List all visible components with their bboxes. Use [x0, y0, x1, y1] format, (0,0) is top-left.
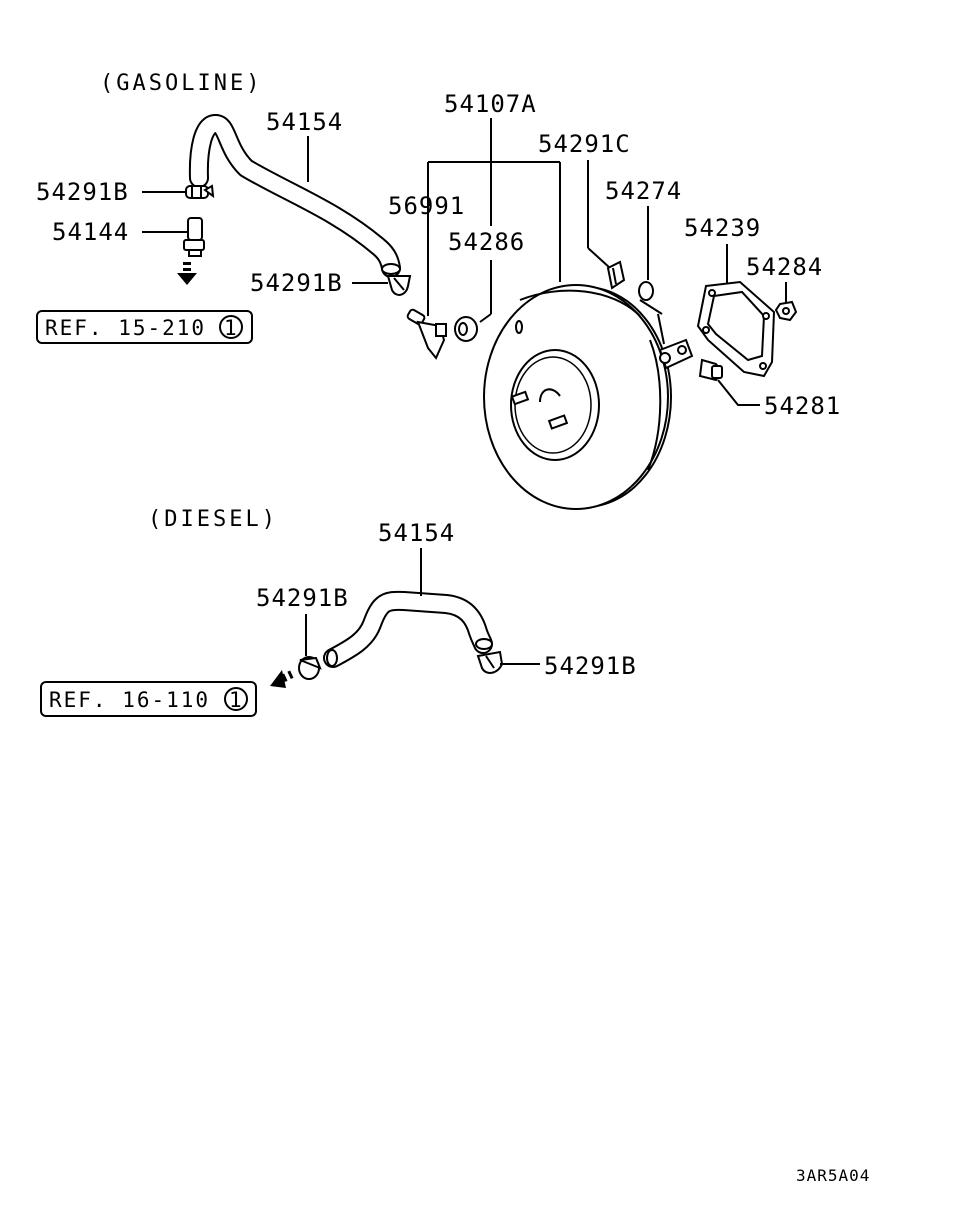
- label-clip-diesel-left: 54291B: [256, 584, 349, 612]
- label-fitting: 54144: [52, 218, 129, 246]
- reference-box-gasoline[interactable]: REF. 15-210 1: [36, 310, 253, 344]
- label-stud: 54281: [764, 392, 841, 420]
- hose-clip-gas-top: [185, 184, 215, 199]
- push-rod-clevis: [639, 299, 694, 370]
- hose-clip-diesel-right: [476, 650, 504, 674]
- label-clevis-clip: 54291C: [538, 130, 631, 158]
- brake-booster: [483, 284, 672, 510]
- section-title-gasoline: (GASOLINE): [100, 71, 262, 96]
- label-booster: 54107A: [444, 90, 537, 118]
- label-clip-gas-mid: 54291B: [250, 269, 343, 297]
- ref-text-gasoline: REF. 15-210: [45, 316, 206, 340]
- clevis-clip: [606, 260, 626, 290]
- leader-clevis-clip-diag: [587, 247, 611, 269]
- grommet: [454, 316, 478, 342]
- label-check-valve: 56991: [388, 192, 465, 220]
- ref-text-diesel: REF. 16-110: [49, 688, 210, 712]
- section-title-diesel: (DIESEL): [148, 507, 278, 532]
- vacuum-hose-gasoline: [188, 114, 401, 278]
- ref-circle-number-diesel: 1: [229, 688, 244, 712]
- diagram-code: 3AR5A04: [796, 1166, 870, 1185]
- hose-clip-diesel-left: [298, 656, 322, 680]
- label-washer: 54274: [605, 177, 682, 205]
- label-gasket: 54239: [684, 214, 761, 242]
- vacuum-fitting: [183, 217, 205, 257]
- label-clip-gas-top: 54291B: [36, 178, 129, 206]
- hose-clip-gas-mid: [386, 275, 412, 296]
- ref-circle-number-gasoline: 1: [224, 316, 239, 340]
- gasket-plate: [696, 280, 776, 378]
- ref-circle-diesel: [224, 687, 248, 711]
- stud-pin: [698, 358, 724, 382]
- leader-stud: [717, 379, 760, 406]
- label-clip-diesel-right: 54291B: [544, 652, 637, 680]
- arrow-left-icon: [270, 670, 294, 688]
- arrow-down-icon: [177, 262, 197, 285]
- reference-box-diesel[interactable]: REF. 16-110 1: [40, 681, 257, 717]
- check-valve: [406, 308, 447, 360]
- label-hose-gasoline: 54154: [266, 108, 343, 136]
- ref-circle-gasoline: [219, 315, 243, 339]
- label-nut: 54284: [746, 253, 823, 281]
- leader-grommet-tip: [479, 313, 492, 323]
- nut: [774, 300, 798, 322]
- washer: [638, 281, 654, 301]
- label-hose-diesel: 54154: [378, 519, 455, 547]
- vacuum-hose-diesel: [323, 590, 493, 668]
- label-grommet: 54286: [448, 228, 525, 256]
